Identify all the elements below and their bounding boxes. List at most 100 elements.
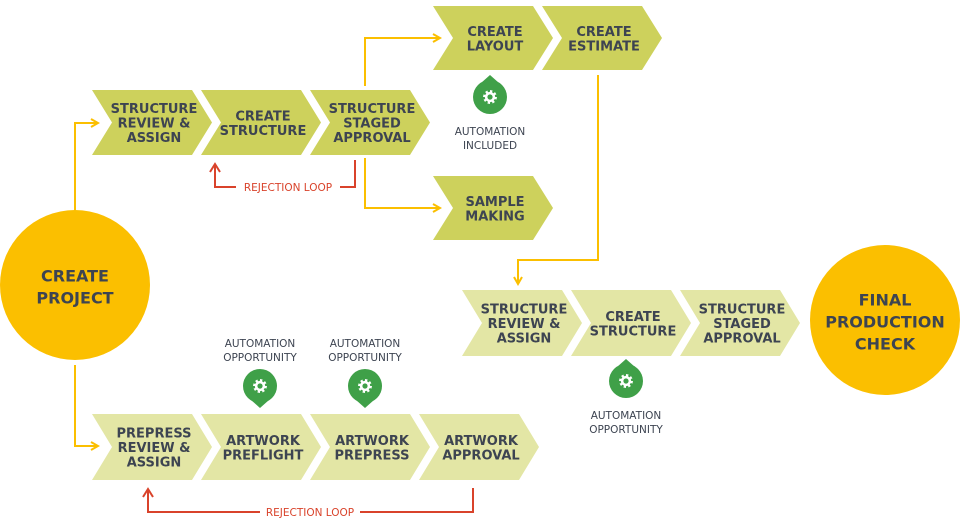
rejection-loop-artwork: REJECTION LOOP: [142, 487, 474, 519]
chevron-shape: [433, 6, 553, 70]
circle-label: FINAL PRODUCTION CHECK: [825, 291, 945, 354]
circle-label-line: FINAL: [859, 291, 912, 310]
step-label-line: LAYOUT: [467, 39, 524, 54]
step-label-line: ASSIGN: [127, 131, 182, 146]
step-label-line: PREFLIGHT: [223, 448, 304, 463]
step-label-line: STRUCTURE: [329, 102, 416, 117]
gear-hole: [257, 383, 263, 389]
chevron-shape: [433, 176, 553, 240]
automation-label-line: OPPORTUNITY: [589, 424, 663, 436]
milestone-circle: [810, 245, 960, 395]
step-label-line: APPROVAL: [333, 131, 410, 146]
automation-label-line: INCLUDED: [463, 140, 517, 152]
automation-label: AUTOMATION OPPORTUNITY: [589, 410, 663, 436]
circle-label-line: CHECK: [855, 335, 916, 354]
circle-label-line: CREATE: [41, 267, 109, 286]
step-label-line: CREATE: [235, 109, 290, 124]
chevron-shape: [680, 290, 800, 356]
chevron-shape: [201, 90, 321, 155]
gear-hole: [623, 378, 629, 384]
step-label-line: REVIEW &: [488, 317, 561, 332]
step-label-line: REVIEW &: [118, 117, 191, 132]
automation-label-line: OPPORTUNITY: [223, 352, 297, 364]
automation-label-line: AUTOMATION: [591, 410, 662, 422]
flow-arrow-to-structure-review: [74, 123, 98, 210]
flow-arrow-to-prepress-review: [74, 365, 98, 446]
chevron-shape: [542, 6, 662, 70]
milestone-circle: [0, 210, 150, 360]
flow-arrow-to-structure-review-2: [518, 75, 599, 284]
step-label-line: CREATE: [576, 25, 631, 40]
step-label-line: PREPRESS: [335, 448, 410, 463]
circle-label-line: PRODUCTION: [825, 313, 945, 332]
step-label-line: SAMPLE: [465, 195, 524, 210]
chevron-shape: [310, 414, 430, 480]
step-label-line: MAKING: [465, 209, 524, 224]
step-label-line: ESTIMATE: [568, 39, 640, 54]
gear-hole: [362, 383, 368, 389]
step-label-line: CREATE: [467, 25, 522, 40]
chevron-shape: [419, 414, 539, 480]
step-label-line: STRUCTURE: [590, 324, 677, 339]
step-label-line: STRUCTURE: [481, 303, 568, 318]
step-label-line: APPROVAL: [442, 448, 519, 463]
chevron-shape: [92, 414, 212, 480]
rejection-arrow: [142, 487, 260, 513]
step-label-line: PREPRESS: [117, 427, 192, 442]
gear-hole: [487, 94, 493, 100]
automation-opportunity-create-structure: AUTOMATION OPPORTUNITY: [589, 359, 663, 436]
rejection-line: [360, 488, 474, 513]
automation-pin: [473, 75, 507, 114]
rejection-arrow: [209, 162, 236, 188]
step-label-line: STRUCTURE: [220, 124, 307, 139]
step-label-line: ASSIGN: [127, 456, 182, 471]
step-label-line: CREATE: [605, 310, 660, 325]
step-label-line: APPROVAL: [703, 332, 780, 347]
chevron-shape: [310, 90, 430, 155]
step-label-line: ARTWORK: [444, 434, 519, 449]
step-label-line: STRUCTURE: [111, 102, 198, 117]
automation-pin: [609, 359, 643, 398]
automation-pin: [348, 369, 382, 408]
circle-final-production-check[interactable]: FINAL PRODUCTION CHECK: [810, 245, 960, 395]
step-label-line: REVIEW &: [118, 441, 191, 456]
rejection-loop-label: REJECTION LOOP: [266, 507, 354, 519]
flow-arrow-to-sample-making: [364, 158, 440, 208]
step-label-line: ASSIGN: [497, 332, 552, 347]
rejection-loop-label: REJECTION LOOP: [244, 182, 332, 194]
rejection-loop-structure: REJECTION LOOP: [209, 160, 356, 194]
